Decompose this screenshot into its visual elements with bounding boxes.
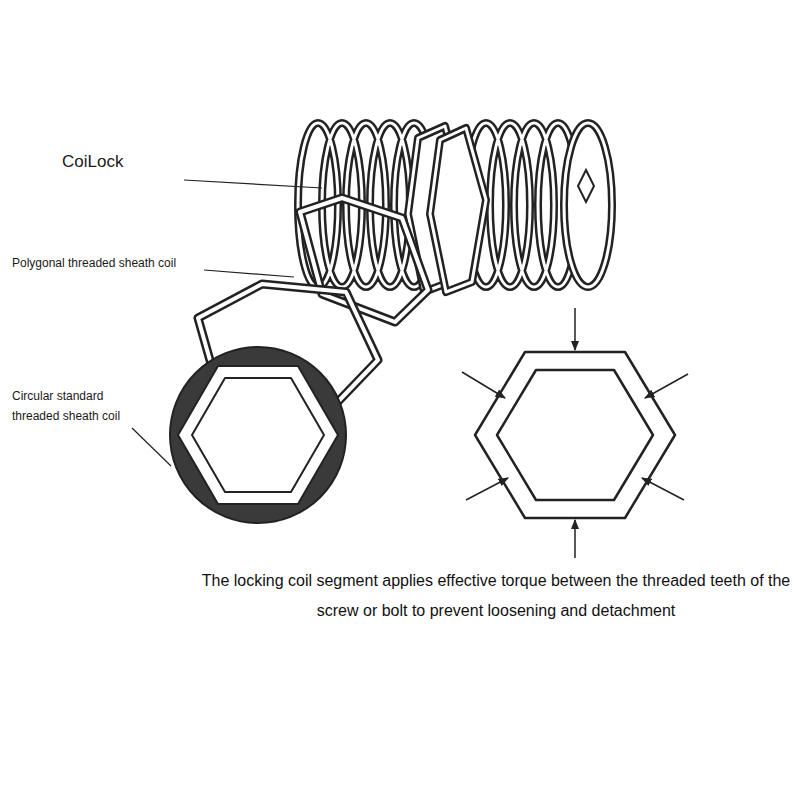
locking-coil-inner (430, 128, 486, 292)
hex-coil-in-circle (178, 366, 338, 504)
force-arrow (574, 520, 576, 558)
coil-end-inner (564, 123, 612, 287)
force-arrow (642, 478, 684, 500)
locking-coil-outer (430, 128, 486, 292)
hex-coil-in-circle-inner (192, 378, 324, 492)
coil-end-outer (564, 123, 612, 287)
caption: The locking coil segment applies effecti… (200, 566, 792, 626)
force-arrow (645, 374, 688, 398)
coil-tang (578, 170, 594, 202)
hex-section-inner (497, 370, 653, 500)
force-arrow (462, 372, 505, 398)
leader-line (132, 428, 171, 466)
force-arrow (574, 308, 576, 350)
polygonal-coil-inner (300, 198, 428, 322)
circular-coil (170, 347, 346, 523)
hex-section-outer (475, 352, 675, 518)
leader-line (184, 180, 322, 188)
part-label: CoiLock (62, 152, 123, 172)
polygonal-coil-outer (300, 198, 428, 322)
force-arrow (466, 478, 508, 500)
part-label: Polygonal threaded sheath coil (12, 256, 176, 270)
leader-line (204, 270, 294, 277)
part-label: Circular standard threaded sheath coil (12, 386, 140, 426)
